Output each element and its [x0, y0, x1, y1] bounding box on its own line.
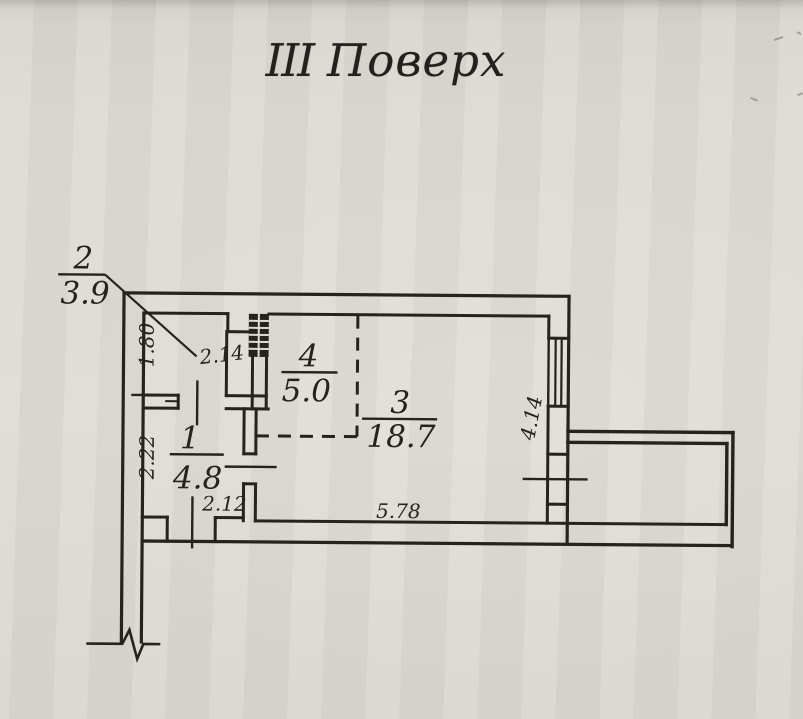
- wall-break-symbol: [86, 626, 161, 664]
- room-1-area: 4.8: [172, 460, 223, 496]
- dim-room3-depth: 4.14: [515, 394, 547, 443]
- room-2-area: 3.9: [60, 275, 110, 311]
- dim-room1-depth: 2.22: [135, 435, 159, 481]
- dim-room1-width: 2.12: [201, 491, 247, 515]
- dim-room2-width: 2.14: [197, 340, 245, 369]
- vent-shaft-symbol: [248, 313, 269, 357]
- room-label-underlines: [169, 370, 438, 456]
- partition-dashed-lines: [256, 315, 360, 439]
- door-opening-ticks: [131, 380, 588, 549]
- inner-walls: [140, 311, 728, 544]
- floor-roman-numeral: III: [265, 34, 315, 87]
- dim-room2-depth: 1.80: [134, 322, 158, 367]
- room-4-number: 4: [298, 338, 319, 374]
- scan-speck: [750, 31, 803, 102]
- door-tick-room3-balcony: [522, 477, 588, 481]
- leader-line: [58, 273, 198, 358]
- room-3-number: 3: [390, 385, 410, 421]
- room-3-area: 18.7: [366, 419, 436, 456]
- room-4-area: 5.0: [282, 373, 332, 409]
- room-1-number: 1: [180, 420, 200, 456]
- window-symbol: [546, 336, 571, 408]
- balcony-outline: [566, 429, 735, 549]
- room-2-number: 2: [72, 240, 93, 276]
- floor-word: Поверх: [326, 34, 507, 87]
- dim-room3-width: 5.78: [376, 499, 421, 523]
